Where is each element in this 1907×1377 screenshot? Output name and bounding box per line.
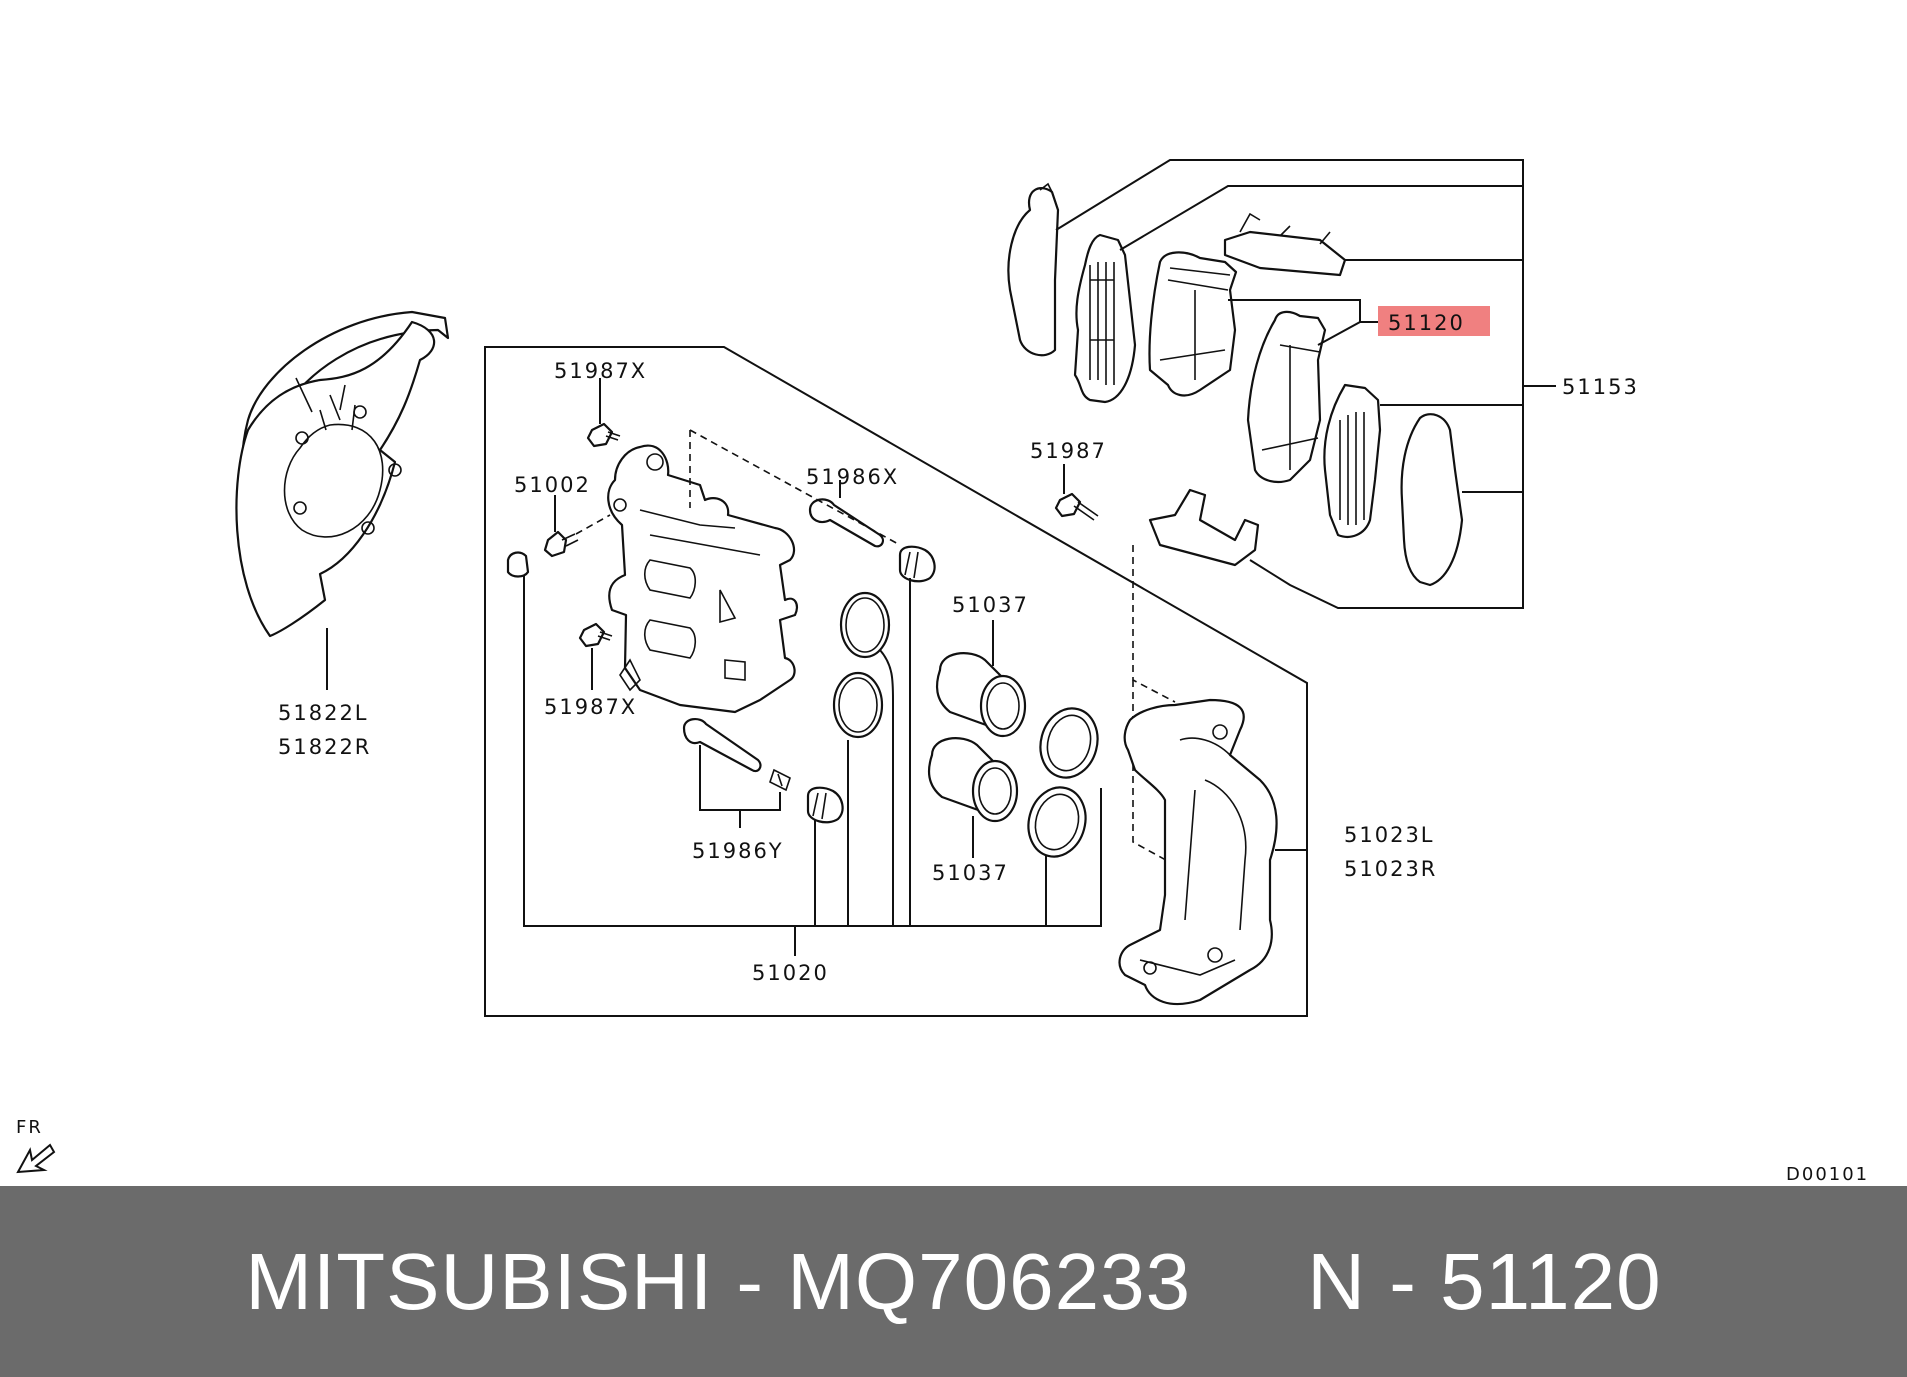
part-51120-callout[interactable]: 51120: [1228, 299, 1490, 346]
caliper-support: [1118, 698, 1307, 1005]
piston-top: [935, 620, 1027, 738]
ref-number: 51120: [1440, 1236, 1662, 1326]
label-fr: FR: [16, 1117, 43, 1138]
brake-parts-diagram: 51822L 51822R 51987X 51002 51987X: [16, 159, 1869, 1185]
brake-pad-inner: [1246, 310, 1327, 484]
part-info-bar: MITSUBISHI - MQ706233 N - 51120: [0, 1186, 1907, 1377]
bolt-51987x-bottom: [578, 622, 613, 690]
label-51023r: 51023R: [1344, 857, 1437, 881]
seal-ring-2: [832, 671, 884, 739]
label-51002: 51002: [514, 473, 591, 497]
inner-shim-2: [1323, 383, 1382, 538]
piston-seal-top: [1039, 707, 1099, 779]
label-51986x: 51986X: [806, 465, 899, 489]
piston-seal-bottom: [1027, 786, 1087, 858]
kit-51020-leaders: [523, 576, 1102, 956]
seal-ring-1: [839, 591, 891, 659]
pin-boot-bottom: [806, 786, 844, 824]
label-51986y: 51986Y: [692, 839, 784, 863]
part-number: MQ706233: [787, 1236, 1192, 1326]
pin-boot-top: [898, 545, 936, 583]
piston-bottom: [927, 737, 1019, 858]
separator: -: [713, 1236, 788, 1326]
pad-clip-top: [1223, 230, 1347, 277]
spacer: [1191, 1236, 1307, 1328]
label-51120: 51120: [1388, 311, 1465, 335]
label-51987x-top: 51987X: [554, 359, 647, 383]
label-51822r: 51822R: [278, 735, 371, 759]
label-51153: 51153: [1562, 375, 1639, 399]
pad-clip-bottom: [1148, 488, 1260, 567]
bleeder-51002: [543, 495, 611, 558]
label-51020: 51020: [752, 961, 829, 985]
label-51037-top: 51037: [952, 593, 1029, 617]
bolt-51987x-top: [586, 378, 621, 448]
bolt-51987: [1054, 464, 1099, 521]
label-51037-bottom: 51037: [932, 861, 1009, 885]
label-51987: 51987: [1030, 439, 1107, 463]
brand-name: MITSUBISHI: [245, 1236, 714, 1326]
inner-shim: [1073, 233, 1137, 404]
outer-shim: [1007, 187, 1060, 357]
separator-2: -: [1366, 1236, 1441, 1326]
kit-51153-leaders: [1055, 159, 1556, 609]
dust-shield: [235, 310, 450, 690]
guide-pin-51986x: [808, 480, 884, 548]
outer-shim-2: [1400, 413, 1464, 587]
drawing-code: D00101: [1786, 1164, 1869, 1185]
cap-51002: [506, 551, 530, 578]
ref-prefix: N: [1307, 1236, 1367, 1326]
front-arrow-icon: [16, 1143, 56, 1174]
highlight-box: [1378, 306, 1490, 336]
guide-pin-51986y: [682, 718, 791, 828]
label-51023l: 51023L: [1344, 823, 1435, 847]
pad-set: [1007, 182, 1464, 587]
label-51987x-bottom: 51987X: [544, 695, 637, 719]
caliper-housing: [607, 444, 799, 714]
label-51822l: 51822L: [278, 701, 369, 725]
